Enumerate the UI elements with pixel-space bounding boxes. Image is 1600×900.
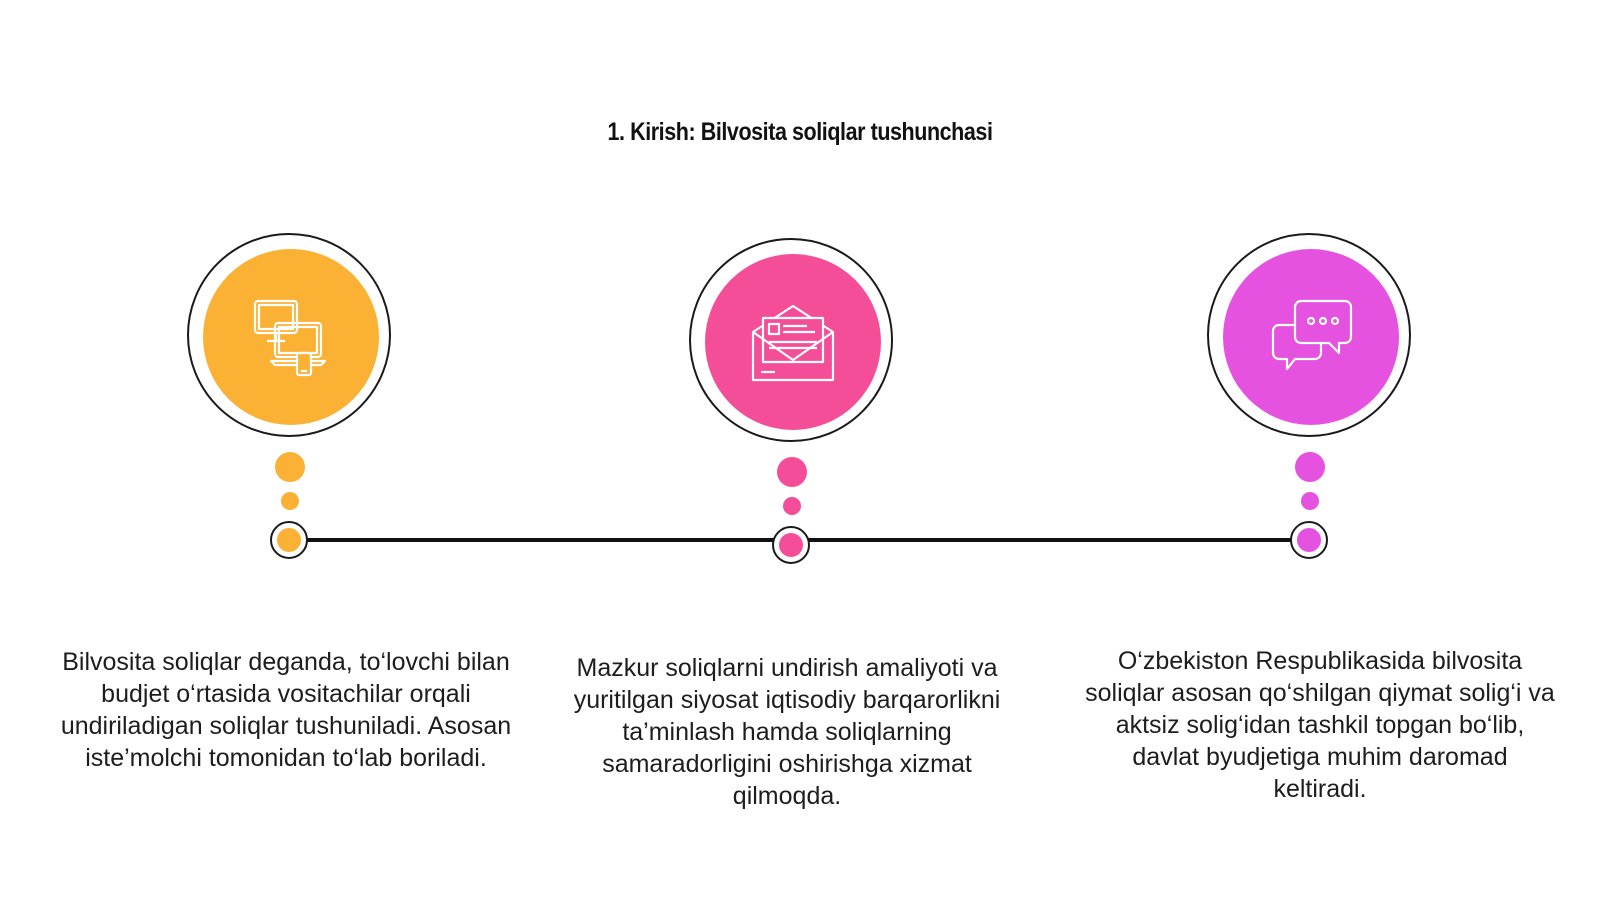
step-2-icon-ring [689,238,893,442]
step-2-node-fill [779,533,803,557]
step-1-dot-large [275,452,305,482]
chat-bubbles-icon [1271,299,1353,371]
step-2-description: Mazkur soliqlarni undirish amaliyoti va … [573,654,1001,810]
step-1-icon-disc [203,249,379,425]
step-2-dot-large [777,457,807,487]
step-3-icon-ring [1207,233,1411,437]
step-1-node-fill [277,528,301,552]
envelope-letter-icon [751,304,835,382]
page-title: 1. Kirish: Bilvosita soliqlar tushunchas… [607,118,993,146]
step-1-dot-small [281,492,299,510]
step-1-timeline-node [270,521,308,559]
step-2-timeline-node [772,526,810,564]
devices-icon [253,299,327,377]
step-1-icon-ring [187,233,391,437]
step-1-description: Bilvosita soliqlar deganda, to‘lovchi bi… [60,648,512,772]
step-3-description: O‘zbekiston Respublikasida bilvosita sol… [1085,647,1555,803]
step-3-node-fill [1297,528,1321,552]
step-3-icon-disc [1223,249,1399,425]
step-2-icon-disc [705,254,881,430]
step-3-dot-small [1301,492,1319,510]
step-2-dot-small [783,497,801,515]
step-3-timeline-node [1290,521,1328,559]
step-3-dot-large [1295,452,1325,482]
